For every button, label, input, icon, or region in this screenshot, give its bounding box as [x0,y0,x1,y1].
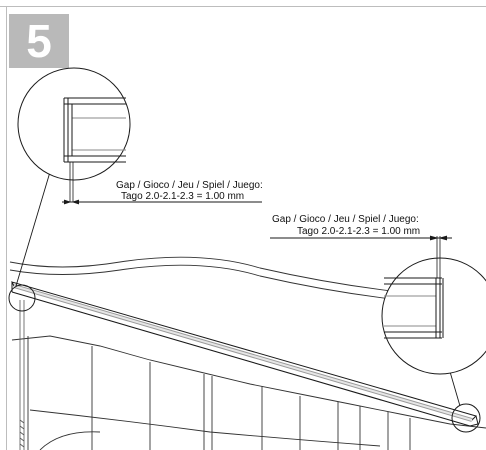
frame-top-rule [0,6,486,7]
frame-left-rule [6,6,7,450]
left-hatched-edge [19,300,25,450]
left-magnifier-leader [15,171,51,287]
left-gap-label-line1: Gap / Gioco / Jeu / Spiel / Juego: [116,180,263,191]
left-magnifier-detail [17,67,131,202]
right-gap-label-line1: Gap / Gioco / Jeu / Spiel / Juego: [272,214,419,225]
left-end-detail-circle [8,284,36,312]
right-magnifier-detail [381,236,486,375]
left-gap-label-line2: Tago 2.0-2.1-2.3 = 1.00 mm [121,191,244,202]
diagonal-glass-bar [11,281,479,427]
right-gap-label-line2: Tago 2.0-2.1-2.3 = 1.00 mm [297,226,420,237]
left-gap-dimension [62,199,262,205]
right-gap-dimension [270,235,452,241]
right-end-detail-circle [451,403,481,433]
step-number-badge: 5 [9,14,69,68]
